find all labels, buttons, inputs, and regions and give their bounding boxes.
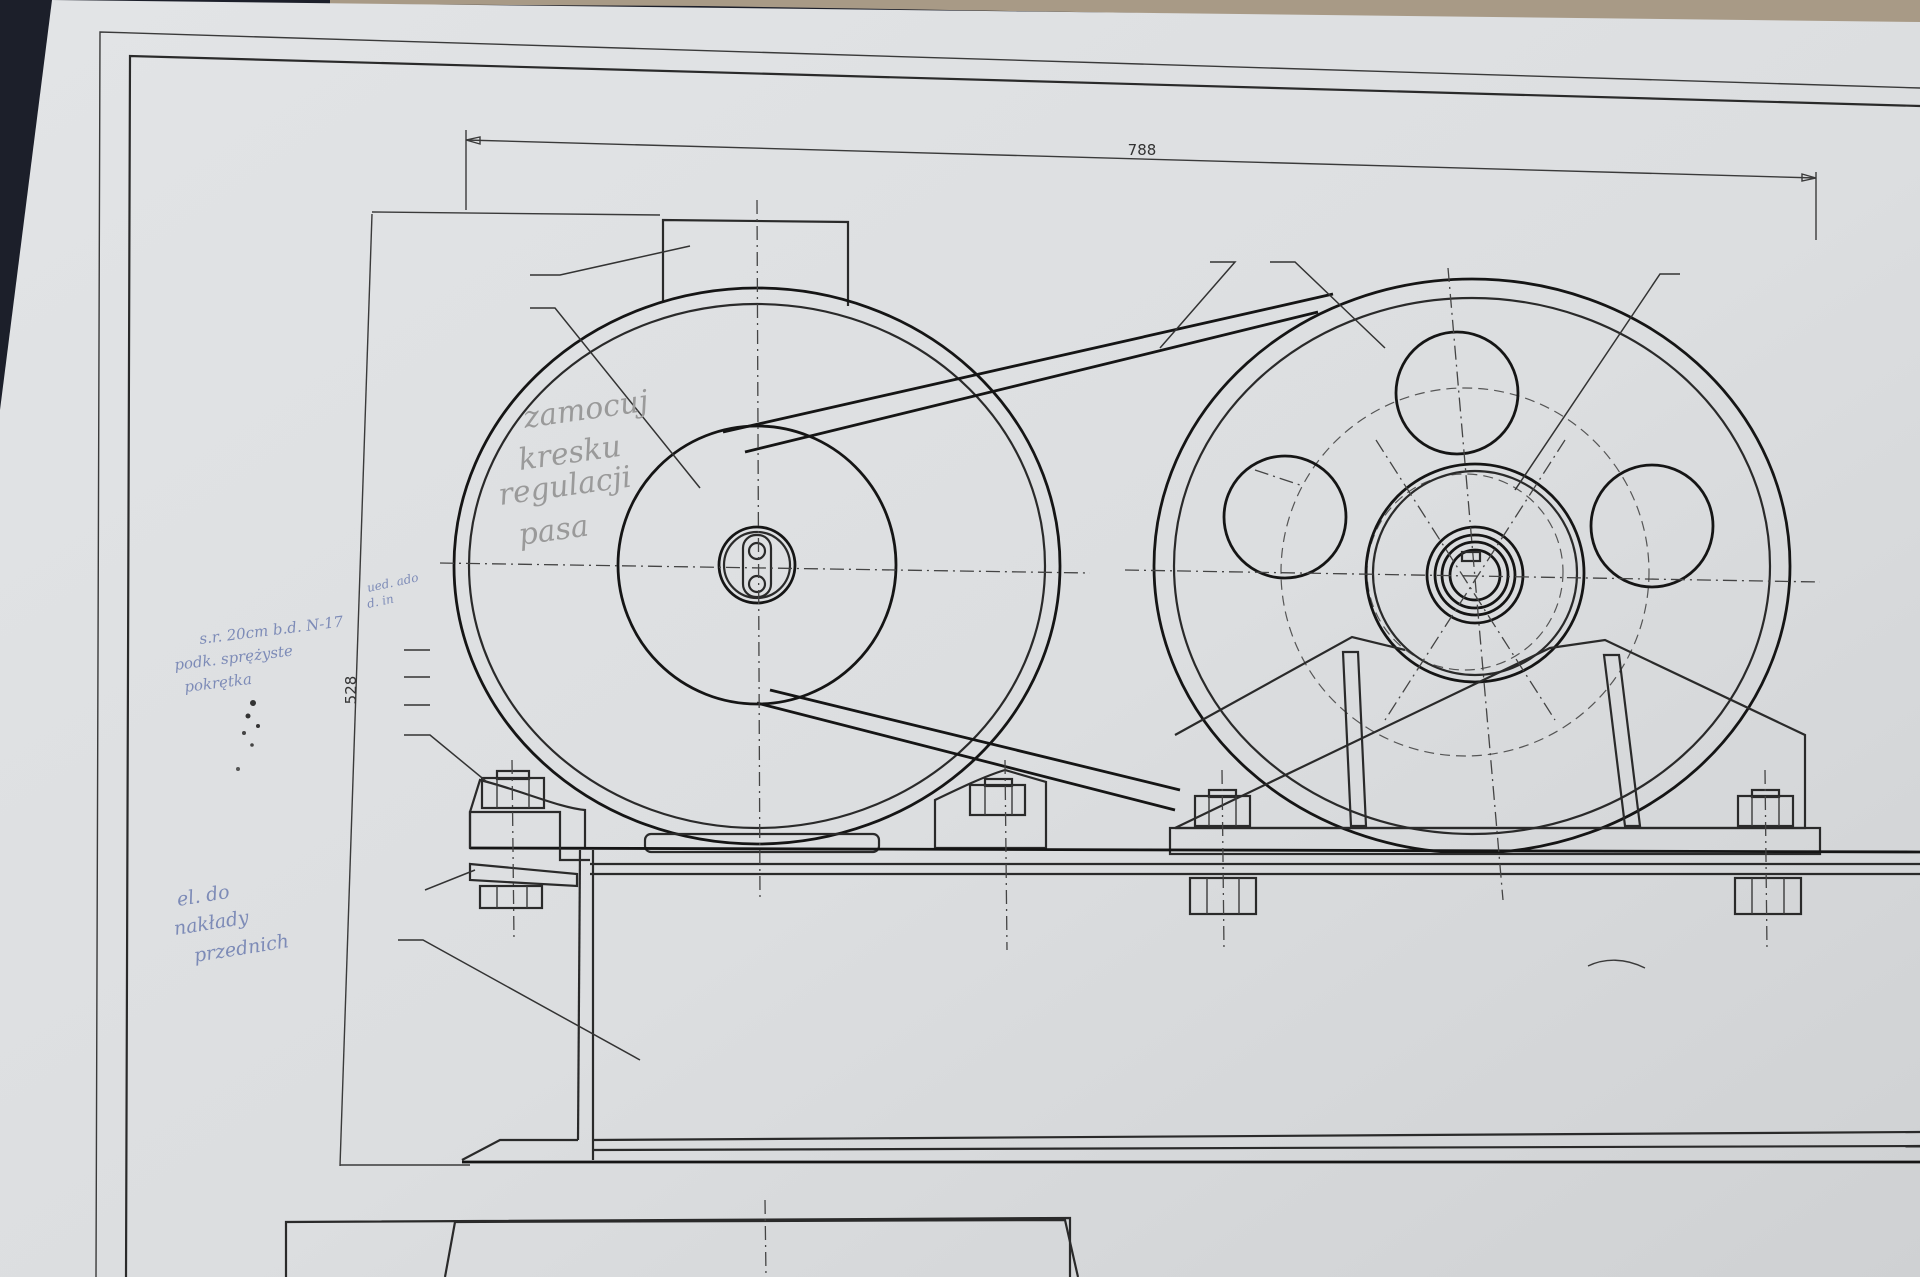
- pen-note-bottom-line-1: el. do: [175, 881, 231, 911]
- bolt-motor-left: [478, 769, 546, 910]
- pencil-note-motor: zamocuj kresku regulacji pasa: [496, 384, 650, 553]
- pencil-note-line-3: regulacji: [496, 460, 633, 513]
- ink-smudge: [236, 700, 260, 771]
- pen-stroke-mark: [1587, 959, 1646, 969]
- center-lines: [439, 199, 1821, 951]
- bolts: [478, 769, 1803, 916]
- pen-note-bottom-line-3: przednich: [192, 930, 290, 967]
- v-belt: [722, 292, 1334, 812]
- pencil-note-line-4: pasa: [516, 508, 591, 552]
- leader-lines: [398, 245, 1680, 1061]
- drawing-border: [95, 31, 1920, 1277]
- pen-note-bottom-left: el. do nakłady przednich: [172, 881, 290, 967]
- pen-note-mid-line-1: s.r. 20cm b.d. N-17: [198, 612, 344, 648]
- pen-note-top-line-2: d. in: [366, 592, 395, 611]
- lower-view: [284, 1199, 1080, 1277]
- pencil-note-line-1: zamocuj: [520, 384, 650, 436]
- pen-note-top-left: ued. ado d. in: [366, 570, 420, 611]
- motor-terminal-box: [661, 218, 850, 306]
- bolt-motor-right: [968, 777, 1027, 817]
- pen-note-mid-line-2: podk. sprężyste: [173, 642, 294, 674]
- pen-note-top-line-1: ued. ado: [366, 570, 420, 595]
- pen-note-bottom-line-2: nakłady: [172, 906, 250, 940]
- flywheel-hole-right: [1589, 463, 1715, 589]
- flywheel-hole-left: [1222, 454, 1348, 580]
- dimension-overall-width: 788: [465, 130, 1817, 240]
- dimension-label-width: 788: [1128, 141, 1157, 159]
- flywheel-hole-top: [1394, 330, 1520, 456]
- pen-note-middle-left: s.r. 20cm b.d. N-17 podk. sprężyste pokr…: [173, 612, 345, 771]
- dimension-label-height: 528: [342, 676, 360, 705]
- bearing-support: [1174, 635, 1807, 830]
- motor-pulley: [616, 424, 898, 706]
- dimension-overall-height: 528: [339, 211, 661, 1167]
- flywheel-pulley: [1152, 277, 1792, 855]
- pen-note-mid-line-3: pokrętka: [183, 670, 253, 696]
- electric-motor: [452, 286, 1062, 854]
- base-frame: [461, 810, 1920, 1164]
